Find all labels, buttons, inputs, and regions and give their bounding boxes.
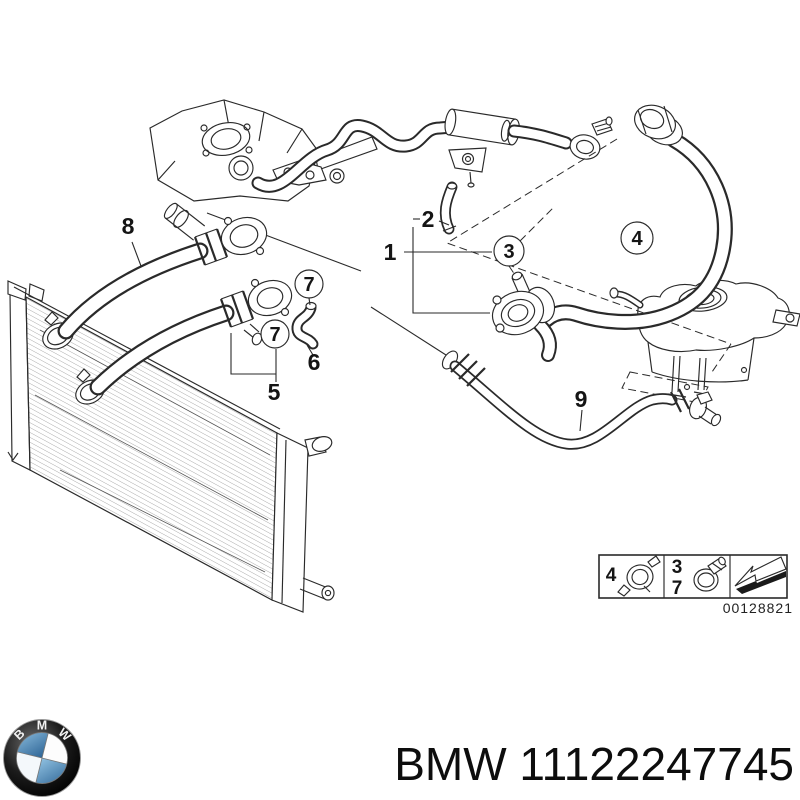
hose-2 (439, 181, 458, 235)
callout-8[interactable]: 8 (122, 213, 135, 239)
roundel-letter-m: M (37, 719, 47, 733)
svg-text:4: 4 (631, 228, 643, 250)
hose-9 (441, 350, 722, 450)
pipe-nut (329, 168, 345, 184)
svg-text:3: 3 (503, 241, 514, 263)
callout-2[interactable]: 2 (422, 206, 435, 232)
thermostat-housing-assembly (149, 99, 613, 241)
callout-6[interactable]: 6 (308, 349, 321, 375)
callout-1[interactable]: 1 (384, 239, 397, 265)
hose-8-connector (220, 216, 268, 256)
expansion-tank (609, 279, 800, 398)
upper-hose-assembly (251, 108, 613, 193)
callout-3-circle[interactable]: 3 (493, 235, 525, 267)
svg-text:4: 4 (606, 565, 617, 586)
callout-leaders (131, 218, 583, 432)
legend-cell-spring-clamp[interactable]: 4 (606, 555, 661, 597)
callout-7-circle-bottom[interactable]: 7 (260, 319, 290, 349)
callout-9[interactable]: 9 (575, 386, 588, 412)
reference-arrow-icon (734, 556, 787, 594)
radiator-side-tank (271, 432, 309, 613)
hose-5 (75, 278, 293, 405)
spring-clamp-icon (617, 555, 661, 597)
svg-text:7: 7 (303, 274, 314, 296)
hose-end-clamp (569, 134, 601, 160)
hose-8 (42, 216, 268, 350)
bmw-roundel-logo: B M W (3, 719, 81, 797)
hose-5-connector (247, 279, 293, 317)
svg-text:7: 7 (672, 578, 683, 599)
legend-cell-worm-clamp[interactable]: 3 7 (672, 556, 727, 599)
part-number-text: BMW 11122247745 (394, 738, 794, 790)
callout-4-circle[interactable]: 4 (620, 221, 654, 255)
callout-7-circle-top[interactable]: 7 (294, 269, 324, 299)
hose-1-connector (491, 271, 557, 362)
clamp-legend: 4 3 7 (598, 554, 788, 599)
worm-clamp-icon (693, 556, 727, 592)
legend-cell-reference-arrow[interactable] (734, 556, 787, 594)
lower-hose-stub (163, 202, 206, 241)
thermostat-flange (201, 121, 251, 157)
svg-text:7: 7 (269, 324, 280, 346)
callout-5[interactable]: 5 (268, 379, 281, 405)
phantom-lines (206, 138, 732, 404)
image-number: 00128821 (723, 600, 793, 616)
radiator-illustration (7, 280, 335, 613)
svg-text:3: 3 (672, 557, 683, 578)
hose-6-elbow (291, 301, 319, 350)
hose-4 (538, 104, 733, 330)
